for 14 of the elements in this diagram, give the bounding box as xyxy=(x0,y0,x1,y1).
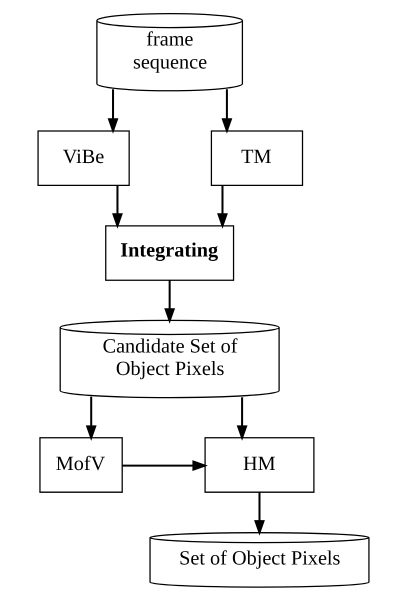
arrow xyxy=(122,460,208,472)
arrow xyxy=(107,89,118,134)
arrow xyxy=(164,280,175,324)
node-box: ViBe xyxy=(36,130,130,186)
arrow xyxy=(85,396,96,441)
arrow xyxy=(236,397,247,441)
arrow xyxy=(254,492,264,536)
arrow xyxy=(221,89,232,134)
node-box: Integrating xyxy=(104,225,234,281)
arrow xyxy=(216,186,228,229)
node-box: TM xyxy=(210,130,303,186)
node-box: MofV xyxy=(38,437,122,493)
node-box: HM xyxy=(204,437,314,493)
arrow xyxy=(112,186,122,229)
